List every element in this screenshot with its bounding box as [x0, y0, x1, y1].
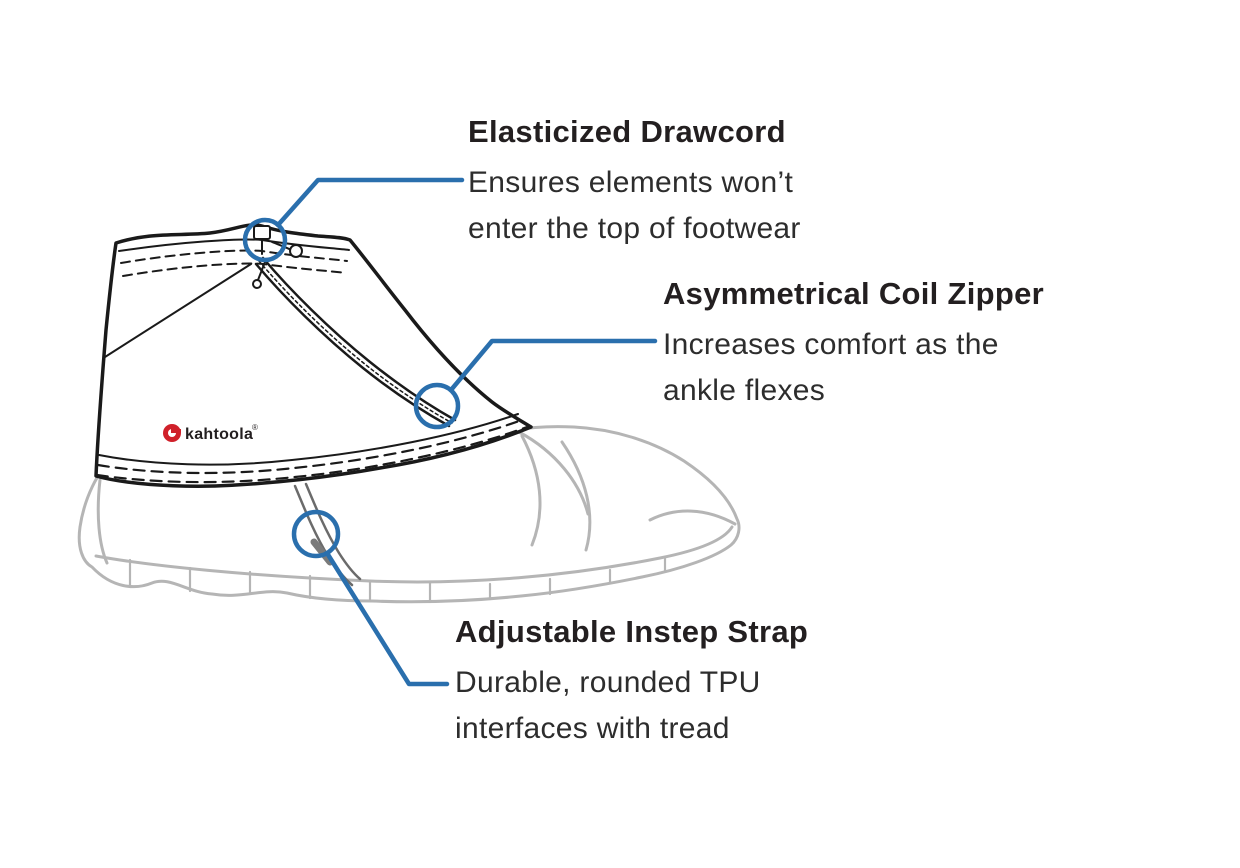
kahtoola-logo-text: kahtoola: [185, 426, 253, 443]
callout-elasticized-drawcord: Elasticized Drawcord Ensures elements wo…: [468, 114, 801, 252]
boot-heel-seam: [96, 478, 109, 565]
kahtoola-logo: kahtoola ®: [163, 423, 258, 443]
feature-circle-drawcord: [242, 217, 288, 263]
tpu-interface: [310, 538, 334, 566]
kahtoola-logo-icon: [163, 424, 181, 442]
boot-sketch: [77, 425, 741, 604]
callout-title: Elasticized Drawcord: [468, 114, 786, 149]
boot-panel-seam-1: [520, 434, 542, 547]
leader-line-drawcord: [275, 177, 465, 228]
gaiter-top-stitch-2: [122, 262, 347, 277]
zipper-line: [252, 256, 457, 428]
callout-desc-line: Durable, rounded TPU: [455, 666, 761, 699]
drawcord-detail: [253, 225, 303, 258]
feature-circle-zipper: [413, 382, 461, 430]
callout-description: Increases comfort as the ankle flexes: [663, 322, 1044, 414]
leader-line-instep-strap: [324, 550, 450, 687]
feature-circle-instep-strap: [291, 509, 341, 559]
gaiter-bottom-stitch-1: [96, 418, 524, 475]
callout-desc-line: enter the top of footwear: [468, 212, 801, 245]
callout-desc-line: Ensures elements won’t: [468, 166, 794, 199]
kahtoola-logo-trademark: ®: [252, 423, 258, 432]
boot-collar-seam: [517, 430, 590, 516]
boot-tread-lugs: [128, 555, 667, 604]
boot-toe-seam: [648, 509, 737, 526]
instep-strap: [293, 482, 362, 587]
boot-outline: [77, 425, 741, 604]
callout-title: Adjustable Instep Strap: [455, 614, 809, 649]
callout-desc-line: Increases comfort as the: [663, 328, 999, 361]
callout-desc-line: interfaces with tread: [455, 712, 730, 745]
callout-description: Durable, rounded TPU interfaces with tre…: [455, 660, 808, 752]
callout-description: Ensures elements won’t enter the top of …: [468, 160, 801, 252]
boot-panel-seam-2: [560, 440, 592, 552]
callout-title: Asymmetrical Coil Zipper: [663, 276, 1045, 311]
boot-tread-line: [94, 525, 734, 584]
zipper-pull: [257, 261, 266, 281]
callout-desc-line: ankle flexes: [663, 374, 826, 407]
gaiter-bottom-hem-line: [98, 413, 519, 466]
gaiter-diagonal-seam: [104, 263, 252, 358]
gaiter-sketch: [94, 223, 533, 488]
callout-asymmetrical-coil-zipper: Asymmetrical Coil Zipper Increases comfo…: [663, 276, 1044, 414]
leader-line-zipper: [448, 338, 658, 393]
gaiter-bottom-stitch-2: [95, 425, 529, 484]
feature-markers: [242, 177, 658, 687]
callout-adjustable-instep-strap: Adjustable Instep Strap Durable, rounded…: [455, 614, 808, 752]
gaiter-outline: [94, 223, 533, 488]
